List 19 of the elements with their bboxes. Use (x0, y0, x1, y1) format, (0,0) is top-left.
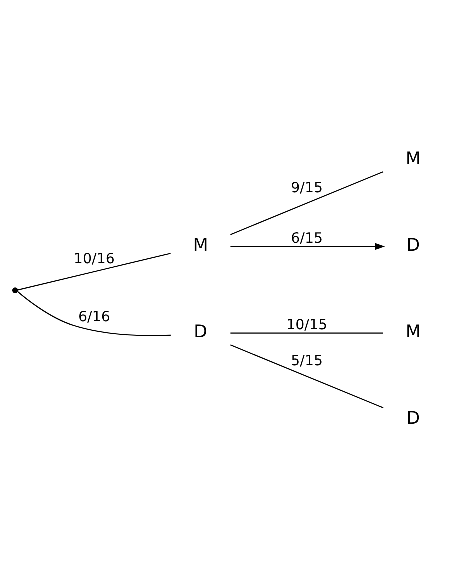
node-text: M (193, 235, 208, 256)
node-text: D (406, 235, 420, 256)
connector (18, 252, 171, 290)
edge-label: 10/16 (74, 251, 115, 268)
node-text: D (194, 322, 208, 342)
connector (17, 290, 171, 336)
edge-label: 9/15 (291, 180, 324, 196)
edge-label: 6/15 (291, 230, 324, 246)
connector (230, 170, 384, 235)
node-text: M (406, 322, 421, 342)
edge-label: 6/16 (78, 309, 110, 326)
node-text: D (406, 408, 420, 429)
edge-label: 10/15 (286, 316, 328, 333)
node-text: M (406, 148, 421, 169)
connector (230, 332, 384, 334)
arrow (230, 242, 386, 250)
edge-label: 5/15 (291, 353, 324, 370)
connector (230, 344, 384, 408)
node-point (12, 287, 18, 293)
